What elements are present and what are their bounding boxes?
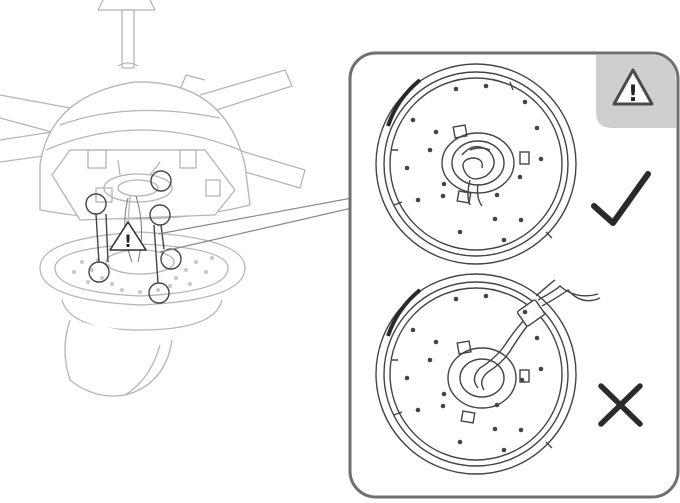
x-mark-icon [598, 383, 643, 427]
incorrect-wiring-disc [375, 273, 601, 475]
marker-circle [150, 170, 172, 192]
comparison-panel: ! [348, 51, 680, 499]
marker-circle [148, 282, 170, 304]
check-mark-icon [591, 171, 651, 226]
downrod [97, 0, 156, 69]
panel-warning-symbol: ! [628, 82, 638, 107]
marker-circle [149, 204, 171, 226]
mounting-plate [51, 149, 236, 223]
callout-pointer [157, 197, 353, 253]
fan-warning: ! [109, 221, 147, 252]
light-kit [39, 231, 246, 397]
alignment-markers [85, 170, 182, 304]
plate-holes [72, 256, 214, 294]
fan-warning-symbol: ! [124, 232, 132, 252]
warning-triangle-icon [612, 68, 654, 106]
ceiling-fan-illustration [0, 0, 306, 397]
warning-triangle-icon [109, 221, 147, 251]
correct-wiring-disc [375, 63, 577, 265]
